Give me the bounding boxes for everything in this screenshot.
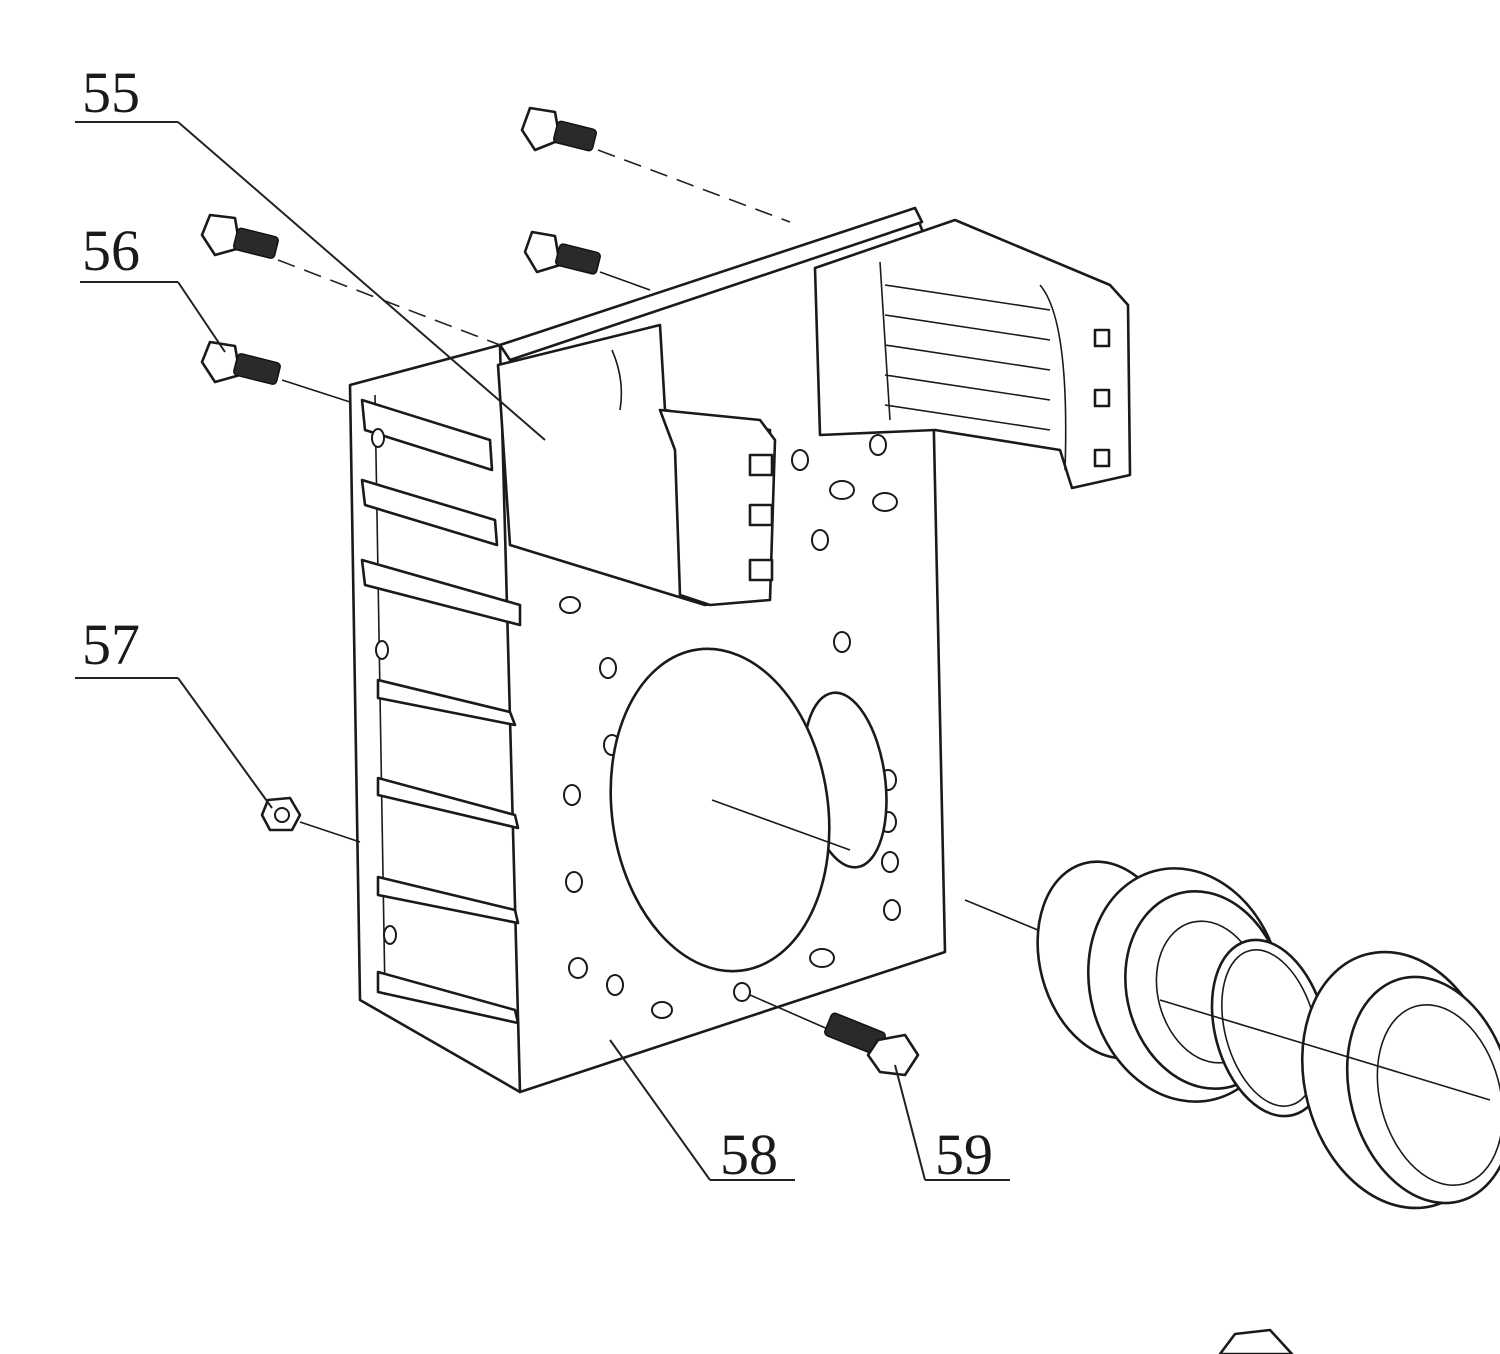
nut [260,796,361,843]
callout-56: 56 [82,218,140,283]
clamp-teeth [884,284,1111,468]
screw-top [520,106,791,223]
cover-block [496,323,777,607]
callout-57: 57 [82,612,140,677]
clamp-block [813,218,1132,490]
callout-labels: 55 56 57 58 59 [82,60,993,1187]
screw-upper-left [200,213,501,346]
partial-nut-bottom [1218,1328,1294,1354]
callout-58: 58 [720,1122,778,1187]
callout-59: 59 [935,1122,993,1187]
leader-lines [75,121,1010,1181]
screw-bottom [749,994,920,1077]
screw-upper-middle [523,230,651,291]
housing-ribs [360,398,522,1025]
screw-lower-left [200,340,351,403]
union-fitting [964,860,1500,1210]
pipe-opening [609,647,888,973]
callout-55: 55 [82,60,140,125]
